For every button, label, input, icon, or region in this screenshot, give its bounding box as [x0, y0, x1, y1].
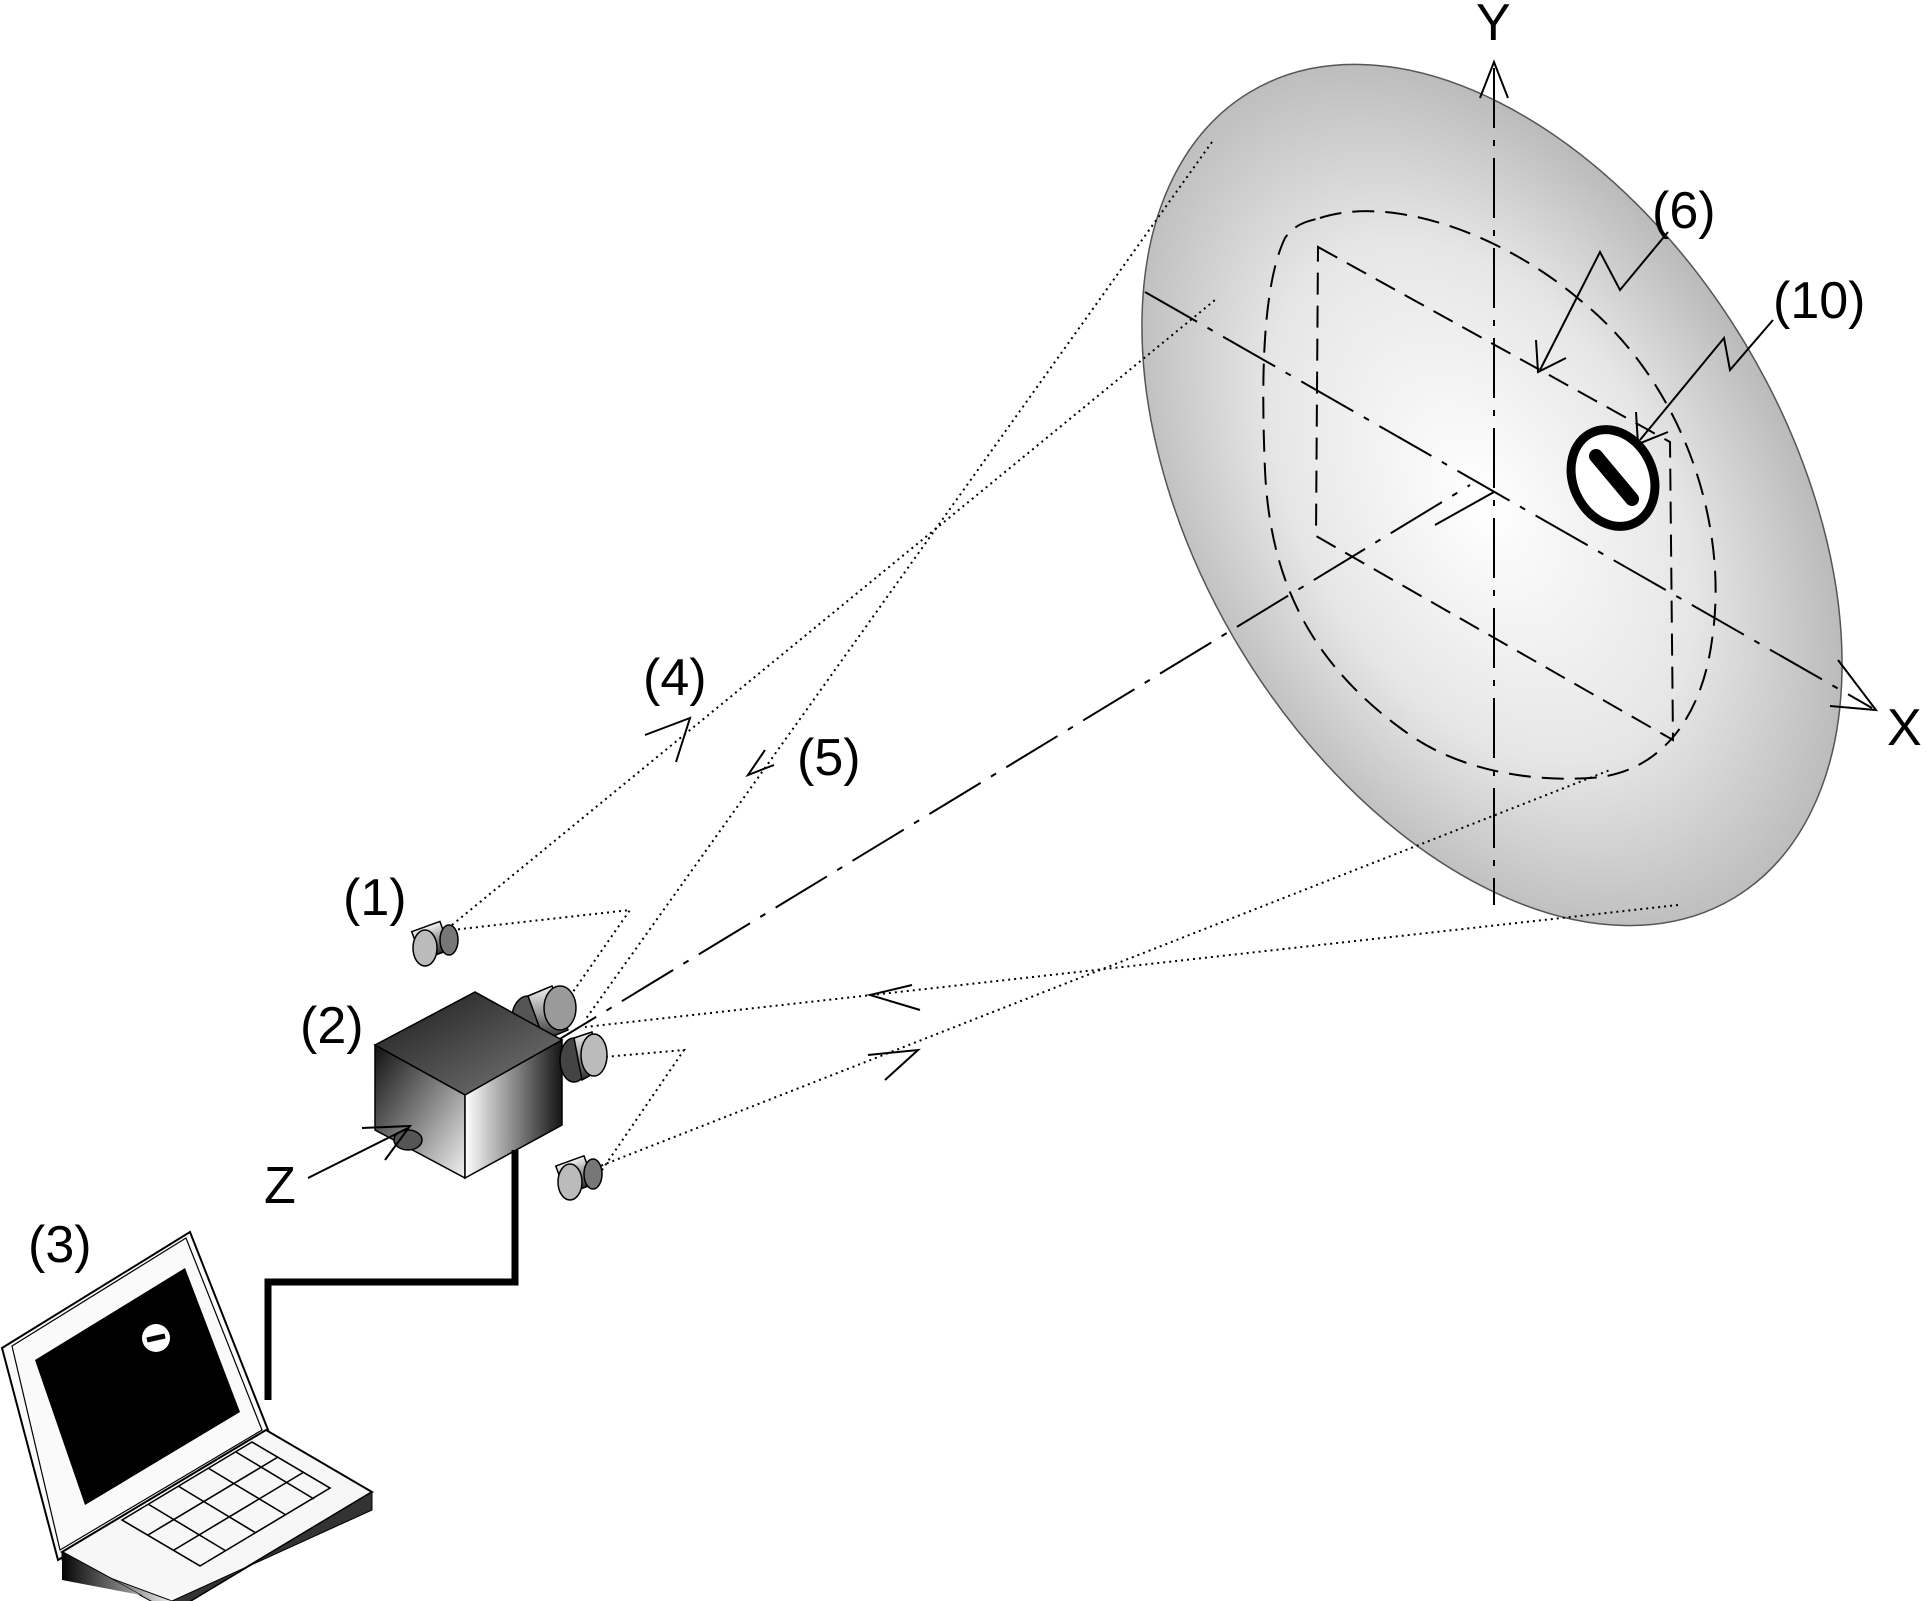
ray-5 — [584, 141, 1213, 1021]
axis-z: Z — [264, 1124, 413, 1215]
leader-arrow-10 — [1635, 319, 1774, 446]
measurement-frame — [1314, 245, 1675, 742]
ray-arrow-outgoing — [867, 1048, 921, 1081]
light-source-icon — [410, 920, 459, 967]
ray-light-lower-zigzag — [569, 1048, 687, 1171]
leader-arrow-6 — [1535, 231, 1669, 374]
ray-light-to-screen-lower — [589, 769, 1611, 1171]
label-ray-5: (5) — [797, 729, 861, 787]
label-camera-2: (2) — [300, 997, 364, 1055]
axis-y-label: Y — [1476, 0, 1511, 52]
axis-x-label: X — [1887, 699, 1922, 757]
label-computer-3: (3) — [28, 1216, 92, 1274]
label-light-source-1: (1) — [343, 869, 407, 927]
camera-icon — [373, 985, 608, 1180]
data-cable — [264, 1150, 519, 1400]
optical-axis — [544, 484, 1471, 1049]
axis-x: X — [1144, 291, 1922, 757]
label-target-10: (10) — [1773, 272, 1865, 330]
ray-light1-zigzag — [451, 908, 633, 1023]
measurement-region-ellipse — [1262, 210, 1717, 780]
label-ray-4: (4) — [643, 649, 707, 707]
ray-4 — [451, 299, 1216, 926]
axis-center-tick — [1434, 491, 1495, 526]
projection-screen — [1141, 63, 1843, 927]
target-marker-icon — [1566, 425, 1660, 531]
axis-y: Y — [1476, 0, 1511, 905]
axis-z-label: Z — [264, 1157, 296, 1215]
laptop-icon — [0, 1230, 374, 1601]
label-region-6: (6) — [1652, 182, 1716, 240]
ray-arrow-return — [866, 984, 921, 1011]
light-source-lower-icon — [554, 1154, 603, 1201]
